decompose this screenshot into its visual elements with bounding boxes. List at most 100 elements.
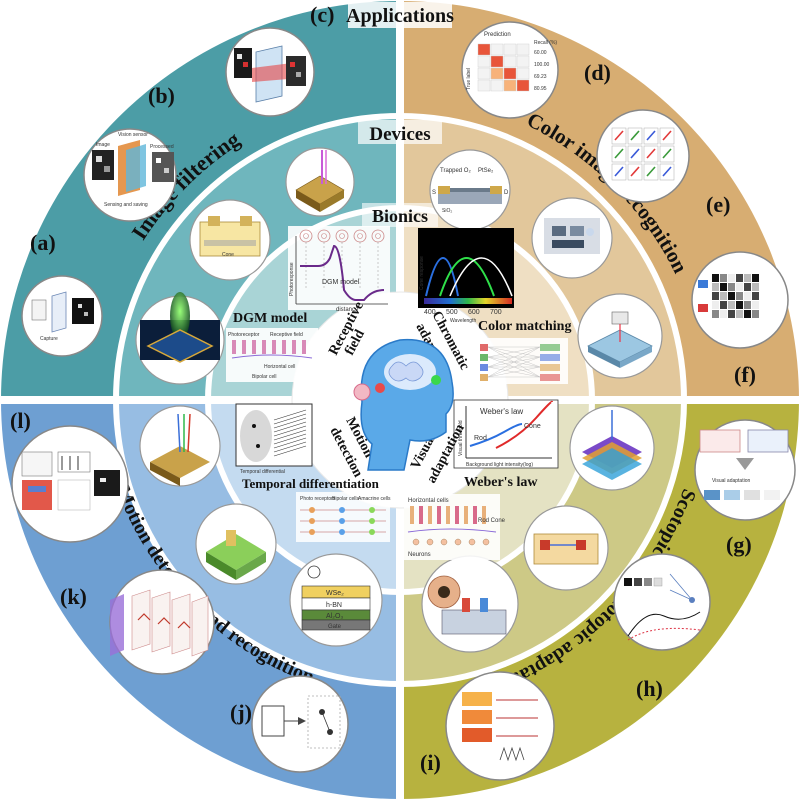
colorgrid-stroke: [614, 130, 624, 141]
dgm-field-center: [339, 233, 345, 239]
weber-ylabel: Visual threshold: [458, 420, 464, 456]
panel-letters: (a) (b) (c) (d) (e) (f) (g) (h) (i) (j) …: [10, 2, 756, 775]
colorgrid-stroke: [630, 166, 640, 177]
cm-input-node: [480, 344, 488, 351]
retina-photoreceptor-cell: [242, 340, 246, 354]
confmat-cell: [516, 67, 530, 80]
svg-text:Capture: Capture: [40, 336, 58, 342]
panel-letter-k: (k): [60, 584, 87, 609]
layers-horizontal: Horizontal cells: [408, 498, 449, 504]
ring-label-bionics: Bionics: [372, 206, 428, 226]
retina-layer-link: [407, 528, 497, 533]
confmat-cell: [490, 55, 504, 68]
bionics-retina-layers: Horizontal cells Rod Cone Neurons: [404, 494, 506, 560]
retina-layer-cell: [410, 506, 414, 524]
device-tl-3-green-glow-array: [135, 292, 225, 385]
panel-letter-l: (l): [10, 408, 31, 433]
panel-letter-a: (a): [30, 230, 56, 255]
retina-photoreceptor-cell: [282, 340, 286, 354]
cell-node: [309, 507, 315, 513]
cm-output-node: [540, 354, 560, 361]
confmat-cell: [490, 79, 504, 92]
panel-letter-f: (f): [734, 362, 756, 387]
thumb-i-photopic-spiking: [445, 671, 555, 781]
retina-horizontal-cell: Horizontal cell: [264, 364, 295, 370]
td-hatch: [273, 437, 307, 449]
dgm-field-center: [303, 233, 309, 239]
colorgrid-stroke: [630, 130, 640, 141]
cells-bipolar: Bipolar cells: [332, 496, 359, 502]
cm-output-node: [540, 374, 560, 381]
confmat-cell: [477, 67, 491, 80]
panel-letter-j: (j): [230, 700, 252, 725]
pixel-cell: [736, 310, 743, 318]
pixel-cell: [752, 274, 759, 282]
cone-tick-700: 700: [490, 309, 502, 316]
thumb-j-circuit-schematic: [251, 675, 349, 773]
panel-letter-e: (e): [706, 192, 730, 217]
retina-layer-cell: [437, 506, 441, 524]
pixel-cell: [752, 310, 759, 318]
dgm-field-center: [375, 233, 381, 239]
confmat-cell: [477, 55, 491, 68]
thumb-b-label-processed: Processed: [150, 144, 174, 150]
cm-output-node: [540, 344, 560, 351]
colorgrid-stroke: [614, 148, 624, 159]
confmat-cell: [477, 43, 491, 56]
colorgrid-stroke: [662, 148, 672, 159]
retina-layer-cell: [446, 506, 450, 524]
cell-node: [369, 529, 375, 535]
thumb-h-adaptation-curves: [613, 553, 711, 651]
label-webers-law: Weber's law: [464, 475, 538, 490]
device-tl-1-laser-chip: [285, 147, 355, 217]
thumb-d-confusion-matrix: Prediction True label Recall (%) 60.00 1…: [461, 21, 559, 119]
thumb-b-label-sensor: Vision sensor: [118, 132, 148, 138]
confmat-cell: [516, 43, 530, 56]
retina-layer-cell: [464, 506, 468, 524]
retina-neuron: [482, 538, 490, 546]
thumb-g-visual-adaptation: Visual adaptation: [694, 419, 796, 521]
device-tr-1-label-sio2: SiO₂: [442, 208, 452, 214]
bionics-retina-diagram: Photoreceptor Receptive field Horizontal…: [226, 328, 318, 382]
device-bl-1-rainbow-laser-chip: [139, 405, 221, 487]
retina-neuron: [426, 538, 434, 546]
colorgrid-stroke: [662, 130, 672, 141]
cone-tick-600: 600: [468, 309, 480, 316]
cell-node: [309, 529, 315, 535]
pixel-cell: [744, 283, 751, 291]
panel-letter-h: (h): [636, 676, 663, 701]
colorgrid-stroke: [630, 148, 640, 159]
bionics-color-matching-network: [474, 338, 568, 384]
retina-photoreceptor-cell: [252, 340, 256, 354]
label-color-matching: Color matching: [478, 319, 571, 334]
cell-node: [339, 507, 345, 513]
bionics-dgm-plot: DGM model distance Photoresponse: [288, 226, 390, 313]
weber-xlabel: Background light intensity(log): [466, 462, 533, 468]
pixel-cell: [752, 283, 759, 291]
retina-neuron: [468, 538, 476, 546]
cm-input-node: [480, 374, 488, 381]
td-hatch: [273, 445, 307, 457]
confmat-cell: [503, 67, 517, 80]
confmat-cell: [490, 43, 504, 56]
thumb-d-recall-3: 80.95: [534, 86, 547, 92]
cells-photo: Photo receptors: [300, 496, 336, 502]
td-hatch: [273, 441, 307, 453]
thumb-b-label-sensing: Sensing and saving: [104, 202, 148, 208]
bionics-cone-response-plot: Cone response 400 500 600 700 Wavelength: [418, 228, 514, 324]
pixel-cell: [744, 310, 751, 318]
retina-photoreceptor-cell: [292, 340, 296, 354]
pixel-marker: [698, 304, 708, 312]
dgm-caption: DGM model: [322, 279, 360, 286]
ring-label-applications: Applications: [346, 5, 454, 27]
weber-rod: Rod: [474, 435, 487, 442]
pixel-cell: [712, 301, 719, 309]
thumb-c-optical-projection: [225, 27, 315, 117]
retina-photoreceptor-cell: [302, 340, 306, 354]
center-head-illustration: [353, 338, 454, 471]
bionics-webers-law-plot: Weber's law Cone Rod Visual threshold Ba…: [453, 399, 559, 469]
pixel-cell: [712, 274, 719, 282]
panel-letter-i: (i): [420, 750, 441, 775]
thumb-l-motion-recognition: [11, 425, 129, 543]
pixel-cell: [752, 292, 759, 300]
